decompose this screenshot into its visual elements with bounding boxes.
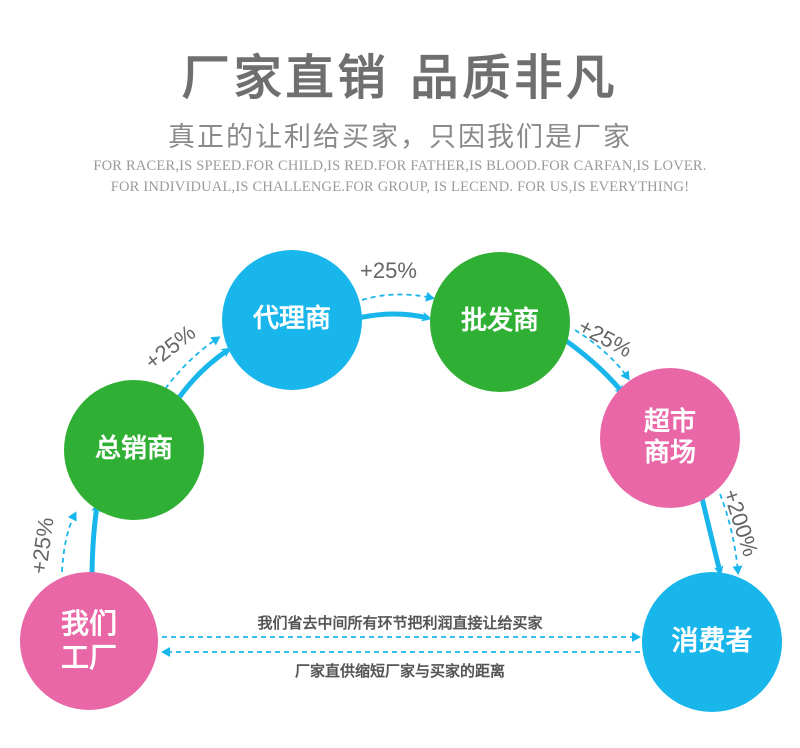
dashed-arrow-distributor-to-agent <box>159 336 221 397</box>
node-supermarket-line2: 商场 <box>643 438 696 468</box>
arrow-agent-to-wholesaler <box>357 311 432 322</box>
arrow-factory-to-distributor <box>89 502 102 581</box>
node-factory-line1: 我们 <box>60 607 117 641</box>
page-subtitle: 真正的让利给买家，只因我们是厂家 <box>168 122 632 153</box>
node-distributor-label: 总销商 <box>94 434 173 465</box>
arrow-wholesaler-to-supermarket <box>563 337 625 396</box>
node-supermarket-line1: 超市 <box>643 406 696 437</box>
arrow-supermarket-to-consumer <box>699 497 724 576</box>
node-factory-line2: 工厂 <box>60 641 117 674</box>
node-distributor: 总销商 <box>64 380 204 520</box>
direct-bottom-text: 厂家直供缩短厂家与买家的距离 <box>294 662 505 680</box>
direct-top-text: 我们省去中间所有环节把利润直接让给买家 <box>257 614 543 632</box>
dashed-arrow-wholesaler-to-supermarket <box>574 329 630 381</box>
node-wholesaler: 批发商 <box>430 252 570 392</box>
english-slogan-line-2: FOR INDIVIDUAL,IS CHALLENGE.FOR GROUP, I… <box>110 179 690 195</box>
node-supermarket: 超市 商场 <box>600 368 740 508</box>
node-consumer: 消费者 <box>642 572 782 712</box>
node-agent: 代理商 <box>222 250 362 390</box>
markup-agent-to-wholesaler: +25% <box>360 258 417 283</box>
page-title: 厂家直销 品质非凡 <box>181 50 619 106</box>
node-consumer-label: 消费者 <box>671 625 753 657</box>
node-agent-label: 代理商 <box>252 304 331 335</box>
dashed-arrow-supermarket-to-consumer <box>719 493 743 575</box>
dashed-arrow-factory-to-distributor <box>61 511 77 573</box>
dashed-arrow-agent-to-wholesaler <box>361 291 435 302</box>
node-wholesaler-label: 批发商 <box>460 306 539 337</box>
node-factory: 我们 工厂 <box>20 572 158 710</box>
english-slogan-line-1: FOR RACER,IS SPEED.FOR CHILD,IS RED.FOR … <box>93 158 707 174</box>
